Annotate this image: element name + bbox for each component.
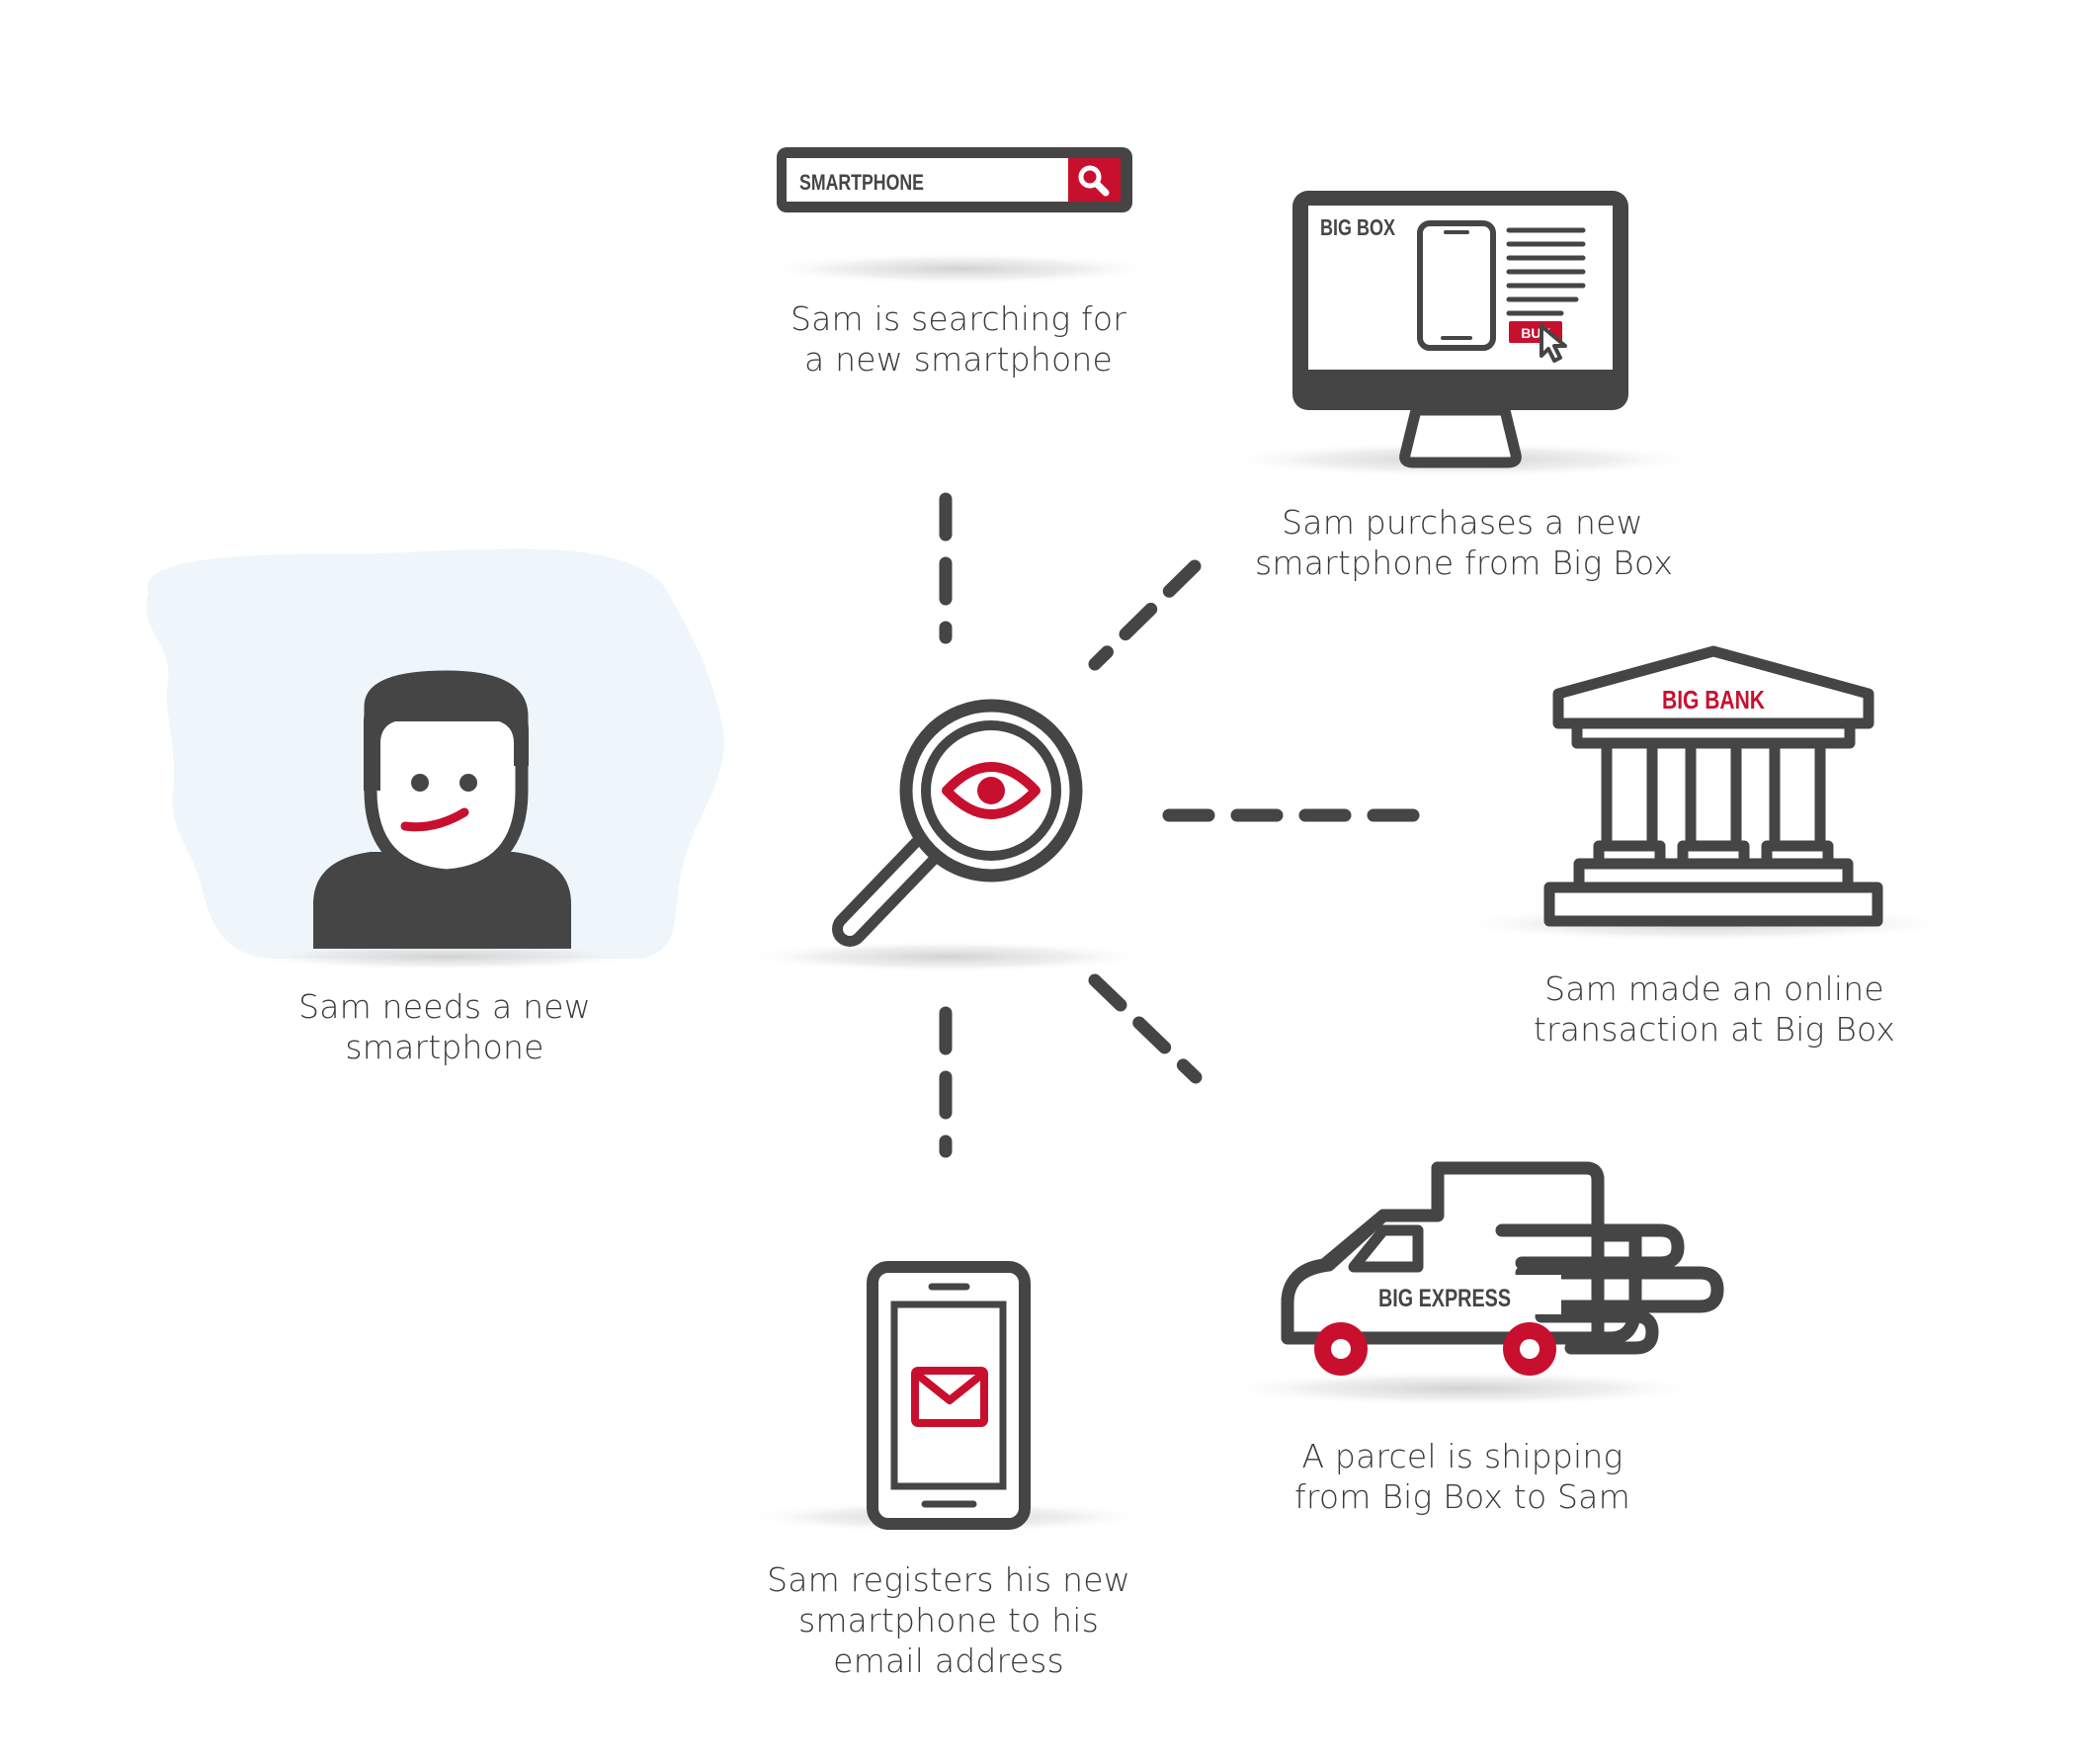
smartphone-email-icon	[867, 1261, 1031, 1530]
search-query: SMARTPHONE	[799, 170, 924, 195]
wheel-front	[1314, 1322, 1368, 1376]
caption-search: Sam is searching for a new smartphone	[790, 299, 1127, 378]
search-bar: SMARTPHONE	[777, 147, 1132, 212]
bank-name: BIG BANK	[1662, 685, 1765, 714]
caption-person: Sam needs a new smartphone	[298, 987, 591, 1066]
delivery-truck-icon: BIG EXPRESS	[1281, 1161, 1724, 1376]
truck-brand: BIG EXPRESS	[1378, 1285, 1511, 1312]
caption-shipping: A parcel is shipping from Big Box to Sam	[1294, 1437, 1630, 1516]
monitor-icon: BIG BOX BUY	[1292, 191, 1628, 468]
phone-icon	[1417, 220, 1496, 351]
bank-icon	[1543, 645, 1883, 927]
caption-purchase: Sam purchases a new smartphone from Big …	[1255, 503, 1674, 582]
caption-bank: Sam made an online transaction at Big Bo…	[1533, 969, 1896, 1049]
cursor-icon	[1540, 324, 1567, 363]
connector-lines	[939, 492, 1428, 1158]
monitor-brand: BIG BOX	[1320, 214, 1396, 240]
eye-magnifier-icon	[832, 699, 1083, 947]
caption-register: Sam registers his new smartphone to his …	[767, 1560, 1130, 1680]
text-lines	[1506, 227, 1586, 316]
person-icon	[313, 670, 571, 949]
smile-icon	[400, 807, 469, 832]
wheel-rear	[1503, 1322, 1556, 1376]
search-icon	[1078, 165, 1110, 197]
envelope-icon	[911, 1367, 988, 1427]
